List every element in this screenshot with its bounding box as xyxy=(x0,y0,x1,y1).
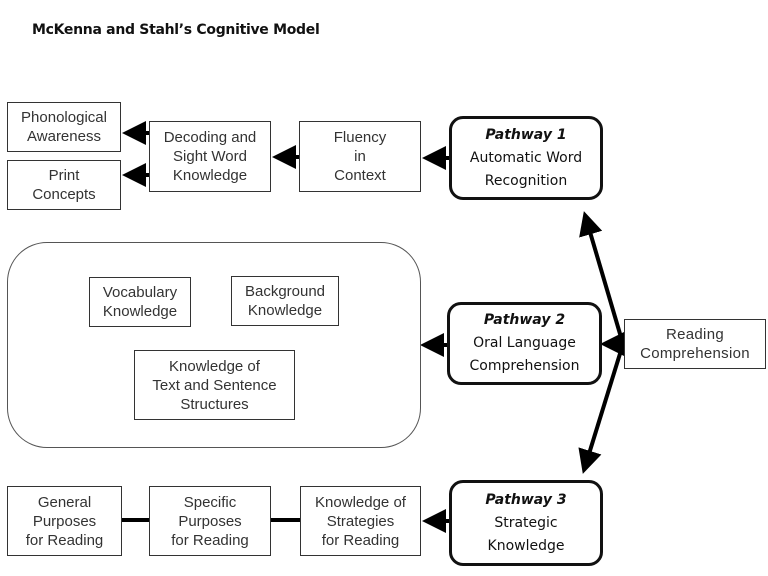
pathway3-text: Strategic Knowledge xyxy=(487,514,565,554)
pathway3-label: Pathway 3 xyxy=(485,491,567,508)
vocabulary-box: Vocabulary Knowledge xyxy=(89,277,191,327)
pathway2-label: Pathway 2 xyxy=(483,312,566,328)
pathway2-text: Oral Language Comprehension xyxy=(469,335,580,374)
specific-purposes-box: Specific Purposes for Reading xyxy=(149,486,271,556)
decoding-box: Decoding and Sight Word Knowledge xyxy=(149,121,271,192)
fluency-box: Fluency in Context xyxy=(299,121,421,192)
phonological-box: Phonological Awareness xyxy=(7,102,121,152)
arrow-source-to-pathway1 xyxy=(579,211,625,345)
strategies-box: Knowledge of Strategies for Reading xyxy=(300,486,421,556)
general-purposes-box: General Purposes for Reading xyxy=(7,486,122,556)
pathway1-label: Pathway 1 xyxy=(485,126,567,143)
text-structures-box: Knowledge of Text and Sentence Structure… xyxy=(134,350,295,420)
pathway3-box: Pathway 3 Strategic Knowledge xyxy=(449,480,603,566)
reading-comprehension-box: Reading Comprehension xyxy=(624,319,766,369)
pathway2-box: Pathway 2 Oral Language Comprehension xyxy=(447,302,602,385)
pathway1-box: Pathway 1 Automatic Word Recognition xyxy=(449,116,603,200)
background-box: Background Knowledge xyxy=(231,276,339,326)
print-concepts-box: Print Concepts xyxy=(7,160,121,210)
diagram-title: McKenna and Stahl’s Cognitive Model xyxy=(32,22,320,38)
pathway1-text: Automatic Word Recognition xyxy=(469,149,583,189)
arrow-source-to-pathway3 xyxy=(578,343,625,474)
